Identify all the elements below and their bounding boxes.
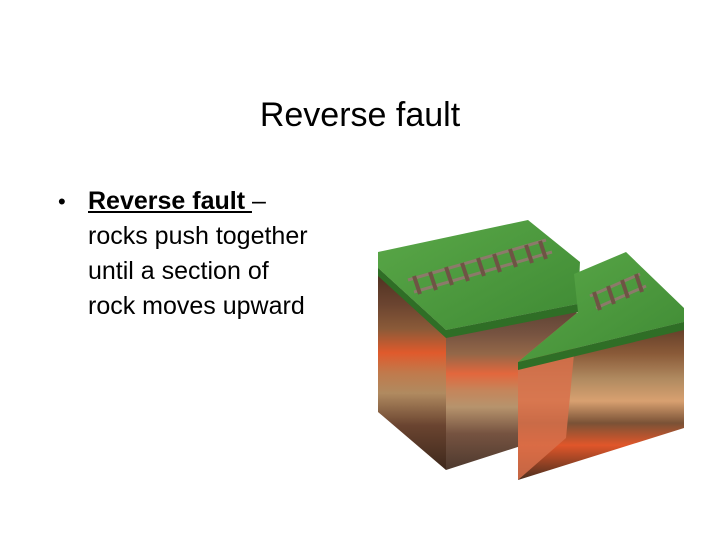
bullet-line-1: rocks push together bbox=[88, 222, 308, 250]
left-block-grass-edge bbox=[378, 268, 578, 338]
bullet-separator: – bbox=[251, 187, 266, 215]
bullet-symbol: • bbox=[58, 189, 66, 214]
bullet-line-2: until a section of bbox=[88, 257, 269, 285]
slide-title: Reverse fault bbox=[259, 96, 461, 134]
rail-track-left bbox=[407, 238, 553, 295]
bullet-item: • Reverse fault – rocks push together un… bbox=[58, 184, 368, 324]
reverse-fault-block-diagram-icon bbox=[378, 220, 684, 480]
bullet-term: Reverse fault bbox=[88, 187, 252, 215]
bullet-line-3: rock moves upward bbox=[88, 292, 305, 320]
bullet-list: • Reverse fault – rocks push together un… bbox=[58, 184, 368, 324]
right-block-grass-edge bbox=[518, 322, 684, 370]
bullet-text: Reverse fault – rocks push together unti… bbox=[88, 184, 368, 324]
rail-track-right bbox=[589, 272, 647, 311]
left-block-grass-top bbox=[378, 220, 580, 330]
